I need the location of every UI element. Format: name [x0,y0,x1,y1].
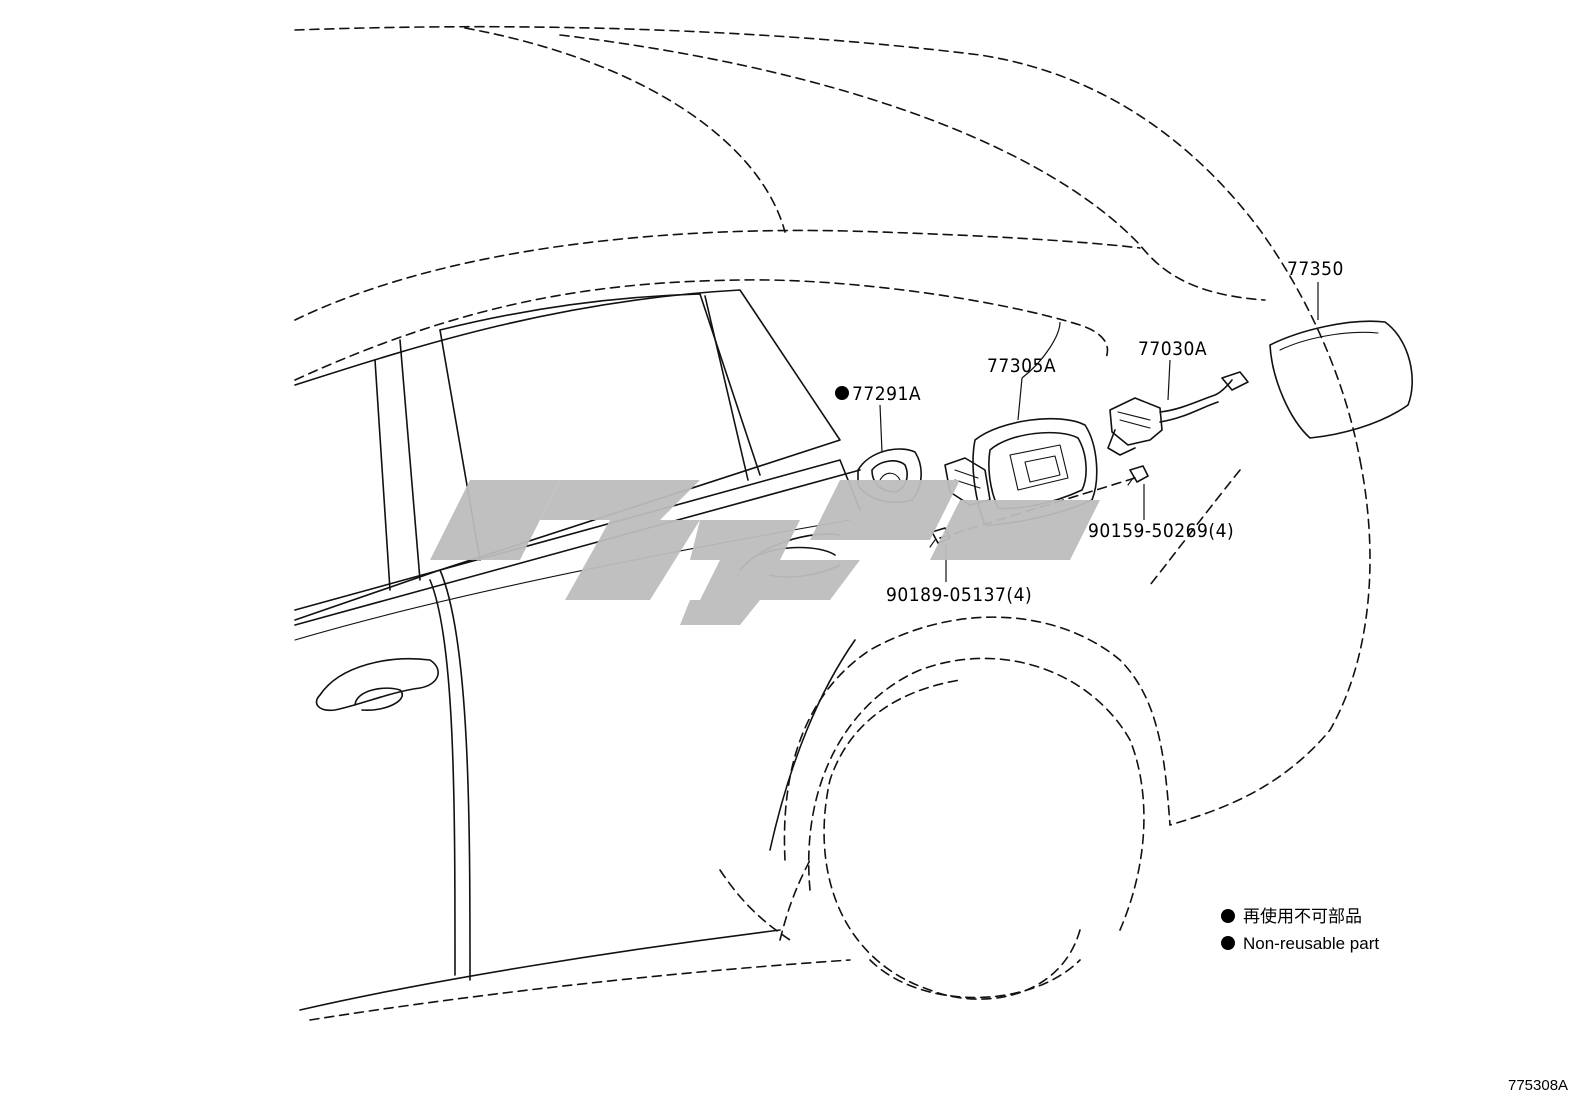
callout-screw-small: 90189-05137(4) [886,584,1032,606]
legend-text-en: Non-reusable part [1243,934,1379,953]
callout-lock-assembly: 77030A [1138,338,1207,360]
screw-large-part [1127,465,1149,486]
callout-fuel-lid: 77350 [1287,258,1344,280]
callout-labels: 77350 77030A 77305A 77291A 90159-50269(4… [835,258,1344,606]
legend: 再使用不可部品 Non-reusable part [1221,906,1379,953]
rear-door-outline [294,289,861,1011]
legend-dot-icon-en [1221,936,1235,950]
legend-text-cn: 再使用不可部品 [1243,906,1362,926]
legend-dot-icon-cn [1221,909,1235,923]
figure-code: 775308A [1508,1077,1568,1094]
lock-assembly-part [1107,371,1249,456]
watermark-logo [430,480,1100,625]
callout-fuel-inlet-box: 77305A [987,355,1056,377]
callout-gasket: 77291A [852,383,921,405]
callout-screw-large: 90159-50269(4) [1088,520,1234,542]
non-reusable-dot-icon [835,386,849,400]
vehicle-body-outline [294,25,1371,1021]
fuel-lid-part [1269,320,1413,439]
leader-lines [879,282,1319,582]
